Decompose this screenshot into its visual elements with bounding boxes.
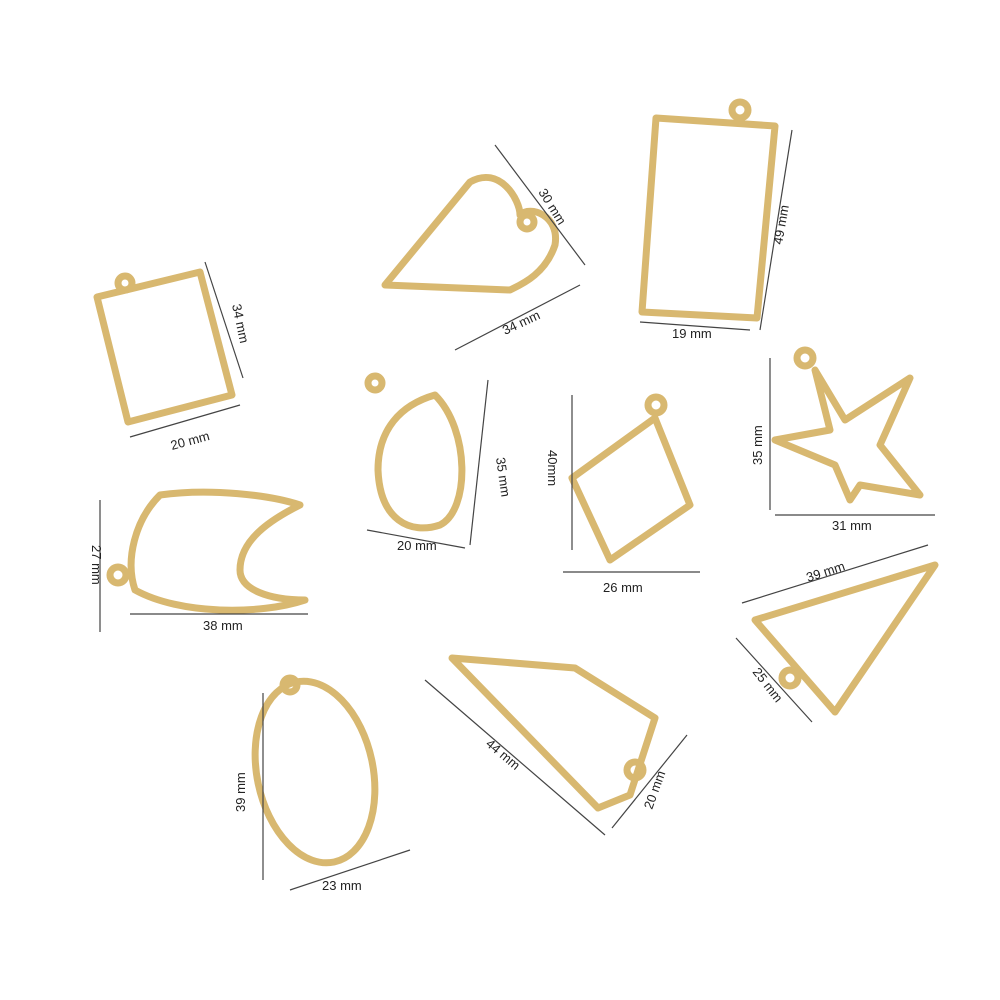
teardrop-height-label: 35 mm <box>493 456 513 497</box>
triangle-length-label: 39 mm <box>804 558 846 585</box>
triangle-width-label: 25 mm <box>750 665 786 706</box>
star-width-label: 31 mm <box>832 518 872 533</box>
heart-width-label: 34 mm <box>500 307 542 337</box>
teardrop-pendant: 35 mm 20 mm <box>364 372 513 553</box>
long-rectangle-width-label: 19 mm <box>672 326 712 341</box>
rhombus-pendant: 40mm 26 mm <box>545 393 700 595</box>
small-rectangle-pendant: 34 mm 20 mm <box>93 261 252 453</box>
triangle-pendant: 39 mm 25 mm <box>735 544 939 723</box>
oval-width-label: 23 mm <box>322 878 362 893</box>
oval-height-label: 39 mm <box>233 772 248 812</box>
long-rectangle-pendant: 49 mm 19 mm <box>638 98 793 341</box>
house-pendant: 44 mm 20 mm <box>424 654 688 836</box>
star-pendant: 35 mm 31 mm <box>750 346 935 533</box>
teardrop-width-label: 20 mm <box>397 538 437 553</box>
small-rectangle-width-label: 20 mm <box>169 428 211 453</box>
star-height-label: 35 mm <box>750 425 765 465</box>
rhombus-height-label: 40mm <box>545 450 560 486</box>
long-rectangle-height-label: 49 mm <box>770 204 792 246</box>
moon-height-label: 27 mm <box>89 545 104 585</box>
house-length-label: 44 mm <box>483 736 523 773</box>
moon-width-label: 38 mm <box>203 618 243 633</box>
rhombus-width-label: 26 mm <box>603 580 643 595</box>
heart-pendant: 30 mm 34 mm <box>381 144 586 351</box>
small-rectangle-height-label: 34 mm <box>229 303 252 345</box>
oval-pendant: 39 mm 23 mm <box>233 674 411 893</box>
moon-pendant: 27 mm 38 mm <box>89 488 309 633</box>
